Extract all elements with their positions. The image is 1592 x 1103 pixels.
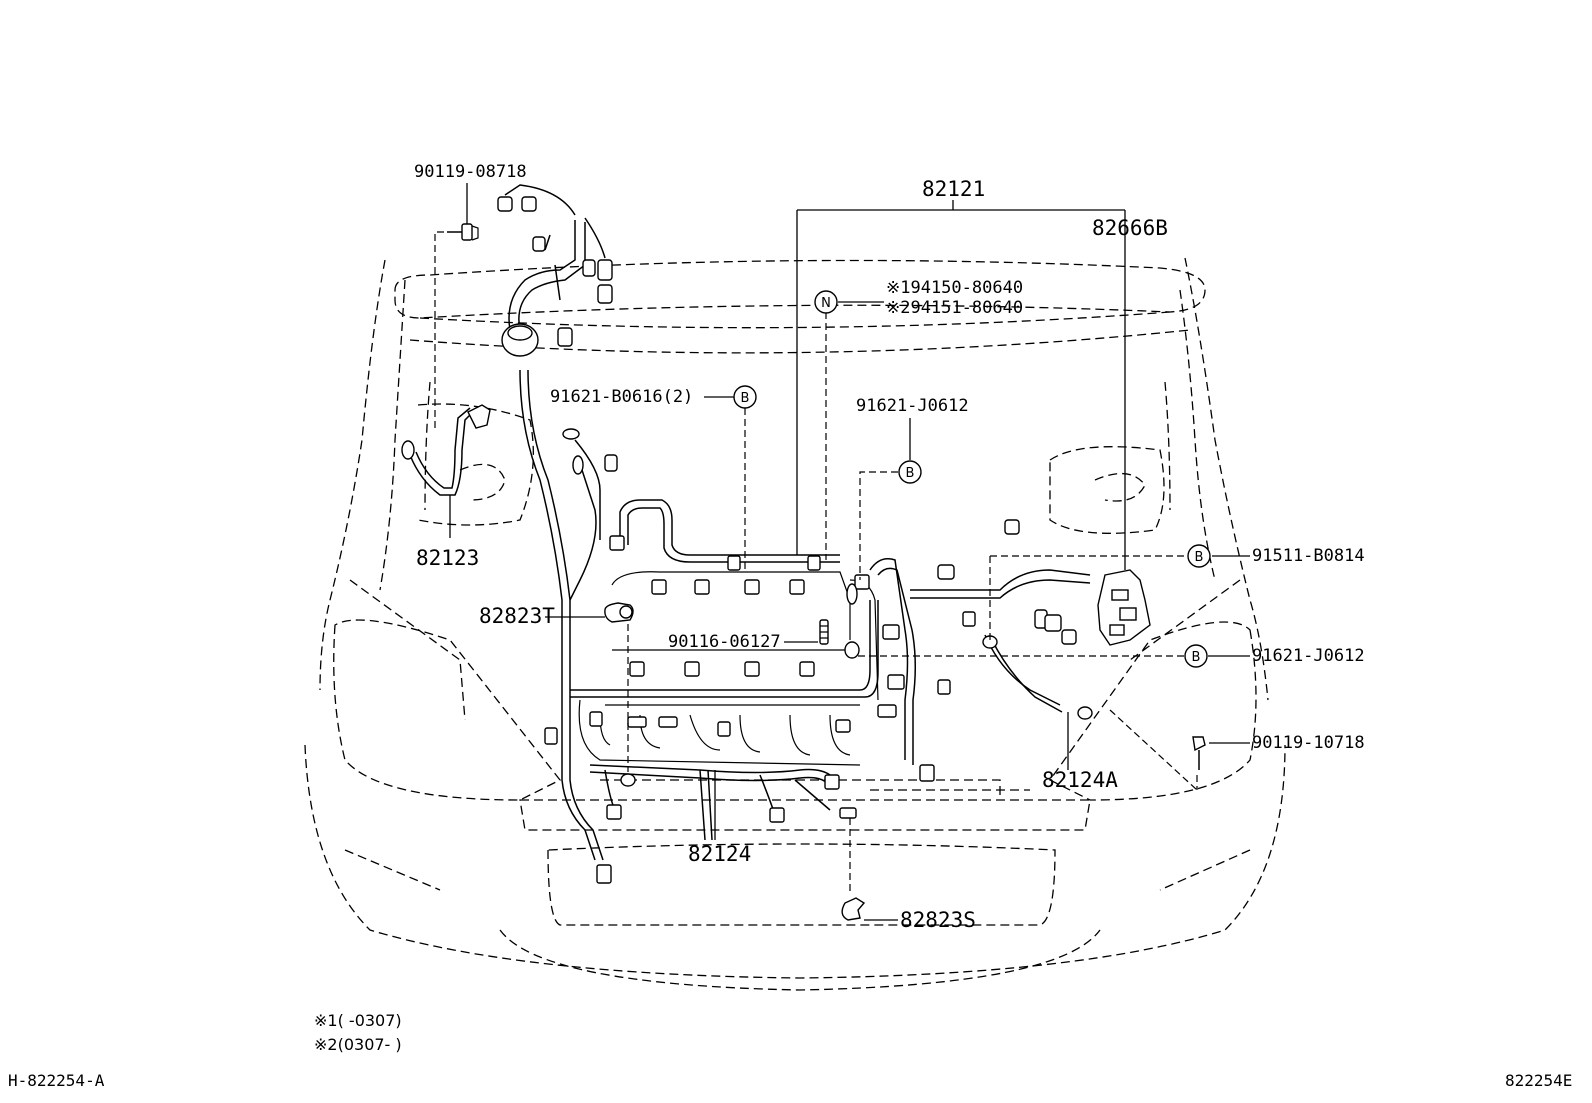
bolt-symbol-j0612-top: B — [898, 460, 922, 484]
diagram-code: H-822254-A — [8, 1071, 105, 1090]
label-90116-06127: 90116-06127 — [668, 632, 781, 652]
label-82124A: 82124A — [1042, 768, 1118, 792]
vehicle-body-outline — [304, 257, 1286, 991]
bolt-symbol-j0612-right: B — [1184, 644, 1208, 668]
clip-82823S — [841, 897, 866, 921]
connectors — [497, 196, 1093, 884]
label-91621-J0612-right: 91621-J0612 — [1252, 646, 1365, 666]
engine-block — [578, 571, 879, 766]
label-90119-08718: 90119-08718 — [414, 162, 527, 182]
label-91621-J0612-top: 91621-J0612 — [856, 396, 969, 416]
figure-code: 822254E — [1505, 1071, 1573, 1090]
footnote-1: ※1( -0307) — [314, 1011, 402, 1030]
bolt-90119-08718 — [447, 223, 479, 241]
label-91511-B0814: 91511-B0814 — [1252, 546, 1365, 566]
bolt-symbol-letter: B — [1195, 550, 1204, 565]
bolt-90116-06127 — [819, 619, 829, 645]
label-82666B: 82666B — [1092, 216, 1168, 240]
label-94150-80640: ※194150-80640 — [886, 278, 1024, 298]
label-82124: 82124 — [688, 842, 752, 866]
label-94151-80640: ※294151-80640 — [886, 298, 1024, 318]
label-91621-B0616: 91621-B0616(2) — [550, 387, 694, 407]
relay-box-82666B — [1097, 569, 1151, 646]
leader-lines — [434, 183, 1250, 921]
nut-symbol-letter: N — [821, 296, 831, 311]
bolt-symbol-letter: B — [906, 466, 915, 481]
label-82823S: 82823S — [900, 908, 976, 932]
footnote-2: ※2(0307- ) — [314, 1035, 402, 1054]
ground-strap-82123 — [401, 404, 491, 496]
label-82823T: 82823T — [479, 604, 555, 628]
label-82121: 82121 — [922, 177, 986, 201]
label-82123: 82123 — [416, 546, 480, 570]
bolt-symbol-b0616: B — [733, 385, 757, 409]
bolt-symbol-letter: B — [1192, 650, 1201, 665]
callout-symbols: N B B B B — [733, 290, 1211, 668]
bolt-90119-10718 — [1192, 736, 1206, 770]
nut-symbol: N — [814, 290, 838, 314]
bolt-symbol-b0814: B — [1187, 544, 1211, 568]
label-90119-10718: 90119-10718 — [1252, 733, 1365, 753]
bolt-symbol-letter: B — [741, 391, 750, 406]
